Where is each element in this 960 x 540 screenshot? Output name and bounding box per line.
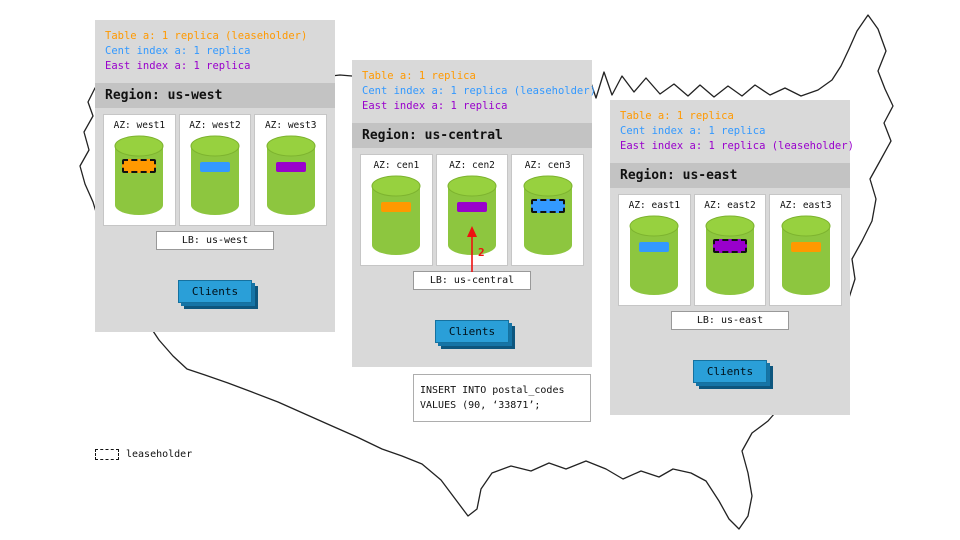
replica-chip xyxy=(200,162,230,172)
legend-east-index-replica: East index a: 1 replica xyxy=(362,100,508,112)
replica-legend: Table a: 1 replica (leaseholder) Cent in… xyxy=(95,20,335,74)
replica-chip xyxy=(275,162,306,172)
cylinder-icon xyxy=(629,215,679,295)
legend-east-index-replica: East index a: 1 replica xyxy=(105,60,251,72)
database-cylinder xyxy=(370,174,422,258)
az-box-east1: AZ: east1 xyxy=(618,194,691,306)
replica-chip xyxy=(457,202,487,212)
legend-cent-index-replica: Cent index a: 1 replica xyxy=(620,125,766,137)
az-box-west2: AZ: west2 xyxy=(178,114,252,226)
az-box-east3: AZ: east3 xyxy=(769,194,843,306)
clients-button: Clients xyxy=(693,360,767,383)
az-box-west1: AZ: west1 xyxy=(103,114,176,226)
cylinder-icon xyxy=(190,135,240,215)
region-panel-us-east: Table a: 1 replica Cent index a: 1 repli… xyxy=(610,100,854,415)
sql-line-2: VALUES (90, ‘33871’; xyxy=(420,400,541,411)
az-box-east2: AZ: east2 xyxy=(693,194,767,306)
az-label: AZ: west1 xyxy=(113,120,166,131)
replica-chip xyxy=(790,242,821,252)
replica-chip xyxy=(713,239,747,253)
legend-cent-index-replica: Cent index a: 1 replica xyxy=(105,45,251,57)
legend-table-replica: Table a: 1 replica (leaseholder) xyxy=(105,30,308,42)
region-panel-us-west: Table a: 1 replica (leaseholder) Cent in… xyxy=(95,20,335,332)
region-panel-us-central: Table a: 1 replica Cent index a: 1 repli… xyxy=(352,60,596,367)
replica-chip xyxy=(122,159,157,173)
database-cylinder xyxy=(522,174,574,258)
cylinder-icon xyxy=(371,175,421,255)
az-label: AZ: east1 xyxy=(628,200,681,211)
leaseholder-legend: leaseholder xyxy=(95,449,192,460)
az-row: AZ: cen1 AZ: cen2 AZ xyxy=(360,154,585,266)
replica-chip xyxy=(639,242,670,252)
leaseholder-legend-label: leaseholder xyxy=(126,449,193,460)
database-cylinder xyxy=(113,134,165,218)
database-cylinder xyxy=(265,134,317,218)
az-label: AZ: east2 xyxy=(704,200,756,211)
load-balancer-us-west: LB: us-west xyxy=(156,231,274,250)
sql-line-1: INSERT INTO postal_codes xyxy=(420,385,565,396)
legend-table-replica: Table a: 1 replica xyxy=(362,70,476,82)
az-label: AZ: cen1 xyxy=(373,160,420,171)
region-header: Region: us-west xyxy=(95,83,335,108)
cylinder-icon xyxy=(114,135,164,215)
sql-statement: INSERT INTO postal_codes VALUES (90, ‘33… xyxy=(413,374,591,422)
replica-chip xyxy=(530,199,565,213)
load-balancer-us-central: LB: us-central xyxy=(413,271,531,290)
legend-cent-index-replica: Cent index a: 1 replica (leaseholder) xyxy=(362,85,596,97)
az-label: AZ: cen2 xyxy=(449,160,495,171)
cylinder-icon xyxy=(705,215,755,295)
cylinder-icon xyxy=(523,175,573,255)
clients-button: Clients xyxy=(435,320,509,343)
replica-chip xyxy=(381,202,412,212)
replica-legend: Table a: 1 replica Cent index a: 1 repli… xyxy=(352,60,596,114)
insert-arrow xyxy=(467,226,477,272)
database-cylinder xyxy=(628,214,680,298)
az-box-west3: AZ: west3 xyxy=(254,114,328,226)
az-label: AZ: west3 xyxy=(264,120,317,131)
az-box-cen3: AZ: cen3 xyxy=(511,154,585,266)
cylinder-icon xyxy=(781,215,831,295)
database-cylinder xyxy=(780,214,832,298)
replica-legend: Table a: 1 replica Cent index a: 1 repli… xyxy=(610,100,854,154)
az-row: AZ: west1 AZ: west2 xyxy=(103,114,328,226)
clients-button: Clients xyxy=(178,280,252,303)
region-header: Region: us-central xyxy=(352,123,592,148)
leaseholder-swatch-icon xyxy=(95,449,119,460)
load-balancer-us-east: LB: us-east xyxy=(671,311,789,330)
legend-table-replica: Table a: 1 replica xyxy=(620,110,734,122)
database-cylinder xyxy=(704,214,756,298)
az-box-cen1: AZ: cen1 xyxy=(360,154,433,266)
legend-east-index-replica: East index a: 1 replica (leaseholder) xyxy=(620,140,854,152)
database-cylinder xyxy=(189,134,241,218)
region-header: Region: us-east xyxy=(610,163,850,188)
az-row: AZ: east1 AZ: east2 xyxy=(618,194,843,306)
insert-step-label: 2 xyxy=(478,246,485,259)
az-label: AZ: cen3 xyxy=(524,160,571,171)
az-label: AZ: east3 xyxy=(779,200,832,211)
az-label: AZ: west2 xyxy=(189,120,241,131)
cylinder-icon xyxy=(266,135,316,215)
